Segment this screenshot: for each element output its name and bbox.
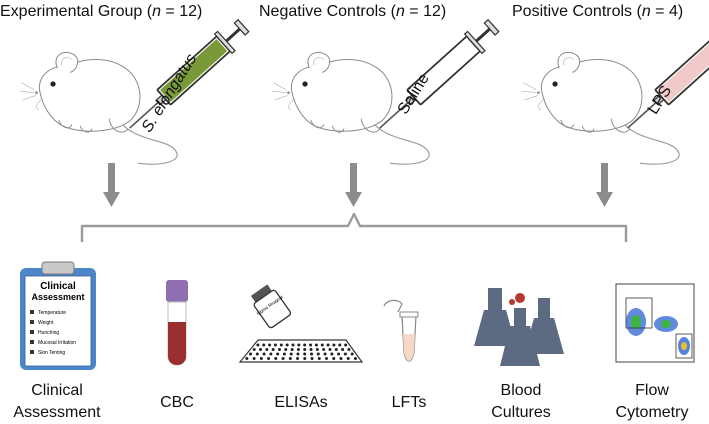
elisa-well bbox=[277, 348, 281, 351]
elisa-well bbox=[269, 352, 273, 356]
elisa-well bbox=[344, 343, 348, 347]
elisa-well bbox=[290, 348, 294, 351]
elisa-well bbox=[324, 357, 328, 360]
elisa-well bbox=[296, 357, 300, 360]
elisa-well bbox=[326, 343, 330, 347]
elisa-well bbox=[309, 348, 313, 351]
elisa-well bbox=[271, 348, 275, 351]
elisa-well bbox=[334, 348, 338, 351]
elisa-well bbox=[310, 352, 314, 356]
elisa-well bbox=[303, 352, 307, 356]
svg-text:Temperature: Temperature bbox=[38, 310, 66, 316]
syringe-negative bbox=[369, 14, 504, 140]
assay-label-lfts: LFTs bbox=[391, 394, 427, 411]
elisa-well bbox=[245, 357, 249, 360]
elisa-well bbox=[297, 343, 301, 347]
elisa-well bbox=[315, 348, 319, 351]
elisa-well bbox=[274, 357, 278, 360]
elisa-well bbox=[268, 343, 272, 347]
elisa-well bbox=[291, 343, 295, 347]
elisa-well bbox=[289, 352, 293, 356]
elisa-well bbox=[296, 352, 300, 356]
elisa-well bbox=[338, 343, 342, 347]
flow-cytometry-icon bbox=[615, 283, 695, 363]
elisa-well bbox=[323, 352, 327, 356]
elisa-well bbox=[279, 343, 283, 347]
group-title-positive: Positive Controls (n = 4) bbox=[512, 3, 684, 20]
elisa-well bbox=[284, 348, 288, 351]
elisa-well bbox=[267, 357, 271, 360]
elisa-well bbox=[262, 343, 266, 347]
elisa-well bbox=[259, 348, 263, 351]
elisa-well bbox=[282, 352, 286, 356]
arrow-experimental bbox=[103, 163, 120, 207]
elisa-well bbox=[281, 357, 285, 360]
eppendorf-tube-icon bbox=[383, 299, 419, 362]
elisa-well bbox=[350, 352, 354, 356]
elisa-well bbox=[262, 352, 266, 356]
elisa-well bbox=[259, 357, 263, 360]
elisa-well bbox=[341, 348, 345, 351]
assay-label-elisas: ELISAs bbox=[274, 394, 328, 411]
elisa-well bbox=[347, 348, 351, 351]
elisa-well bbox=[314, 343, 318, 347]
svg-text:Hunching: Hunching bbox=[38, 330, 59, 336]
svg-text:Clinical: Clinical bbox=[40, 281, 76, 292]
syringe-experimental bbox=[119, 14, 254, 140]
elisa-well bbox=[303, 357, 307, 360]
svg-text:Weight: Weight bbox=[38, 320, 54, 326]
elisa-well bbox=[316, 352, 320, 356]
elisa-well bbox=[310, 357, 314, 360]
elisa-well bbox=[303, 348, 307, 351]
elisa-well bbox=[332, 343, 336, 347]
svg-text:Mucosal Irritation: Mucosal Irritation bbox=[38, 340, 76, 346]
group-title-negative: Negative Controls (n = 12) bbox=[259, 3, 447, 20]
elisa-well bbox=[346, 357, 350, 360]
clipboard-icon: Clinical Assessment Temperature Weight H… bbox=[20, 261, 96, 370]
elisa-well bbox=[256, 343, 260, 347]
svg-text:Skin Tenting: Skin Tenting bbox=[38, 350, 65, 356]
elisa-well bbox=[328, 348, 332, 351]
elisa-well bbox=[273, 343, 277, 347]
elisa-well bbox=[252, 357, 256, 360]
elisa-well bbox=[320, 343, 324, 347]
syringe-positive bbox=[617, 14, 709, 140]
elisa-well bbox=[322, 348, 326, 351]
elisa-well bbox=[265, 348, 269, 351]
elisa-well bbox=[255, 352, 259, 356]
elisa-well bbox=[296, 348, 300, 351]
blood-tube-icon bbox=[166, 280, 188, 366]
elisa-well bbox=[317, 357, 321, 360]
elisa-well bbox=[337, 352, 341, 356]
bracket bbox=[80, 212, 628, 242]
svg-text:Assessment: Assessment bbox=[31, 292, 84, 302]
group-title-experimental: Experimental Group (n = 12) bbox=[0, 3, 203, 20]
elisa-well bbox=[252, 348, 256, 351]
elisa-well bbox=[339, 357, 343, 360]
elisa-well bbox=[309, 343, 313, 347]
elisa-well bbox=[288, 357, 292, 360]
elisa-plate-icon: Sigma Reagent bbox=[238, 284, 364, 363]
elisa-well bbox=[303, 343, 307, 347]
arrow-positive bbox=[596, 163, 613, 207]
blood-culture-icon bbox=[474, 288, 564, 366]
elisa-well bbox=[276, 352, 280, 356]
elisa-well bbox=[249, 352, 253, 356]
elisa-well bbox=[332, 357, 336, 360]
elisa-well bbox=[343, 352, 347, 356]
elisa-well bbox=[285, 343, 289, 347]
elisa-well bbox=[330, 352, 334, 356]
arrow-negative bbox=[345, 163, 362, 207]
elisa-well bbox=[353, 357, 357, 360]
assay-label-cbc: CBC bbox=[160, 394, 194, 411]
